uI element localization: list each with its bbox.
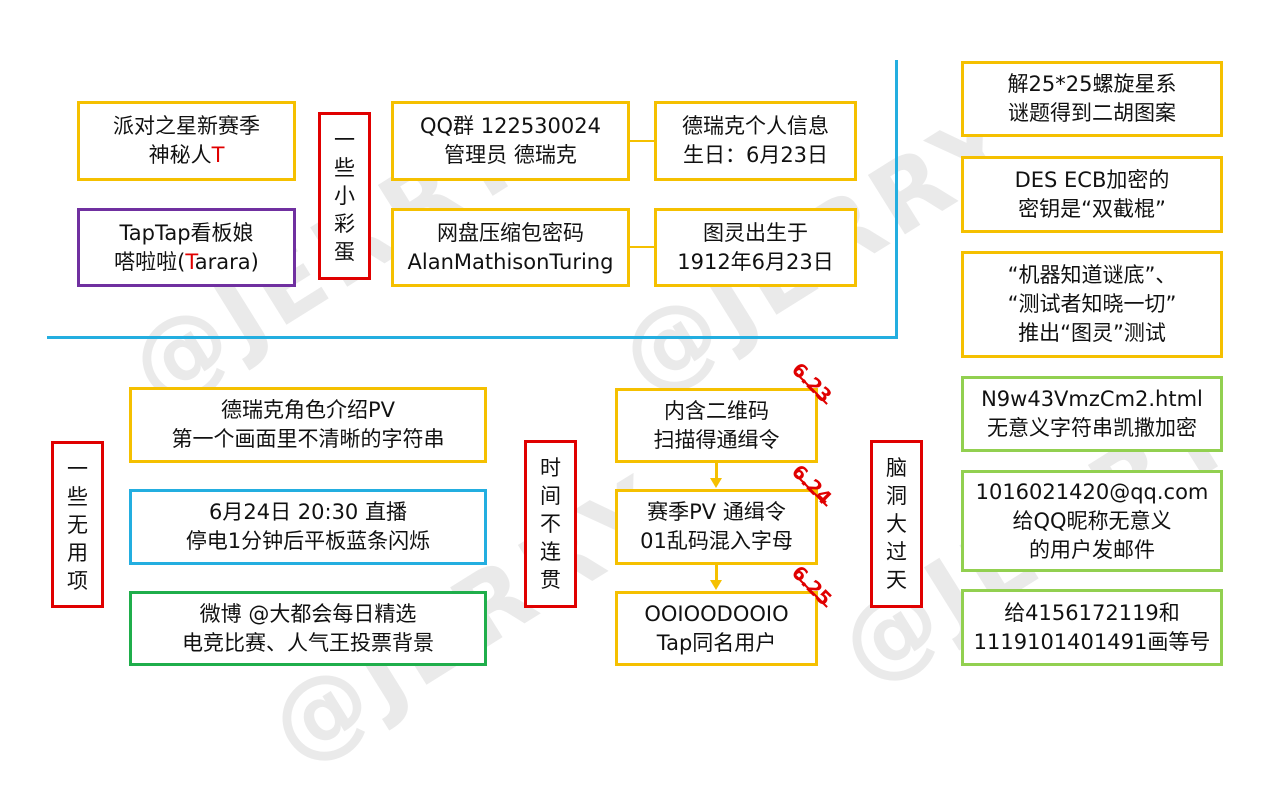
turing-test-line1: “机器知道谜底”、 — [1007, 263, 1177, 287]
season-pv-line2: 01乱码混入字母 — [640, 529, 793, 553]
derek-info-line2: 生日：6月23日 — [682, 143, 829, 167]
turing-birth-line1: 图灵出生于 — [703, 220, 808, 245]
taptap-mascot-box: TapTap看板娘 嗒啦啦(Tarara) — [77, 208, 296, 287]
taptap-mascot-line1: TapTap看板娘 — [119, 220, 254, 245]
weibo-box: 微博 @大都会每日精选 电竞比赛、人气王投票背景 — [129, 591, 487, 666]
party-star-line1: 派对之星新赛季 — [113, 114, 260, 138]
party-star-box: 派对之星新赛季 神秘人T — [77, 101, 296, 181]
des-key-line1: DES ECB加密的 — [1014, 167, 1170, 192]
tap-user-line1: OOIOODOOIO — [644, 601, 789, 626]
qr-code-line1: 内含二维码 — [664, 398, 769, 423]
qq-group-line2: 管理员 德瑞克 — [444, 143, 577, 167]
livestream-line1: 6月24日 20:30 直播 — [209, 500, 407, 524]
timeline-arrow-1 — [710, 463, 722, 488]
equal-sign-line1: 给4156172119和 — [1004, 600, 1180, 625]
email-line1: 1016021420@qq.com — [975, 479, 1209, 504]
connector-zip-turing — [630, 246, 654, 248]
party-star-line2: 神秘人T — [148, 143, 225, 167]
tap-user-box: OOIOODOOIO Tap同名用户 — [615, 591, 818, 666]
caesar-cipher-line1: N9w43VmzCm2.html — [981, 387, 1203, 411]
timeline-arrow-2 — [710, 565, 722, 590]
qq-group-box: QQ群 122530024 管理员 德瑞克 — [391, 101, 630, 181]
qr-code-box: 内含二维码 扫描得通缉令 — [615, 388, 818, 463]
taptap-mascot-line2: 嗒啦啦(Tarara) — [114, 249, 259, 274]
equal-sign-box: 给4156172119和 1119101401491画等号 — [961, 589, 1223, 666]
section-divider-vertical — [895, 60, 898, 339]
turing-birth-line2: 1912年6月23日 — [677, 249, 834, 274]
zip-password-line1: 网盘压缩包密码 — [437, 220, 584, 245]
zip-password-line2: AlanMathisonTuring — [407, 249, 614, 274]
email-line2: 给QQ昵称无意义 — [1012, 508, 1172, 533]
derek-pv-line1: 德瑞克角色介绍PV — [220, 398, 396, 422]
timeline-label: 时 间 不 连 贯 — [524, 440, 577, 608]
spiral-galaxy-line2: 谜题得到二胡图案 — [1008, 101, 1176, 125]
spiral-galaxy-line1: 解25*25螺旋星系 — [1007, 72, 1177, 96]
zip-password-box: 网盘压缩包密码 AlanMathisonTuring — [391, 208, 630, 287]
derek-pv-line2: 第一个画面里不清晰的字符串 — [171, 427, 445, 451]
spiral-galaxy-box: 解25*25螺旋星系 谜题得到二胡图案 — [961, 61, 1223, 137]
livestream-line2: 停电1分钟后平板蓝条闪烁 — [185, 529, 431, 553]
brain-hole-label: 脑 洞 大 过 天 — [870, 440, 923, 608]
livestream-box: 6月24日 20:30 直播 停电1分钟后平板蓝条闪烁 — [129, 489, 487, 565]
weibo-line1: 微博 @大都会每日精选 — [199, 601, 417, 626]
equal-sign-line2: 1119101401491画等号 — [973, 629, 1211, 654]
des-key-line2: 密钥是“双截棍” — [1018, 196, 1166, 221]
section-divider-horizontal — [47, 336, 898, 339]
connector-qq-derek — [630, 140, 654, 142]
turing-birth-box: 图灵出生于 1912年6月23日 — [654, 208, 857, 287]
turing-test-line2: “测试者知晓一切” — [1007, 292, 1177, 316]
useless-items-label: 一 些 无 用 项 — [51, 441, 104, 608]
caesar-cipher-box: N9w43VmzCm2.html 无意义字符串凯撒加密 — [961, 376, 1223, 452]
tap-user-line2: Tap同名用户 — [656, 630, 777, 655]
season-pv-line1: 赛季PV 通缉令 — [647, 500, 786, 524]
des-key-box: DES ECB加密的 密钥是“双截棍” — [961, 156, 1223, 233]
qr-code-line2: 扫描得通缉令 — [653, 427, 780, 452]
caesar-cipher-line2: 无意义字符串凯撒加密 — [987, 416, 1197, 440]
weibo-line2: 电竞比赛、人气王投票背景 — [182, 630, 434, 655]
qq-group-line1: QQ群 122530024 — [420, 114, 601, 138]
easter-egg-label: 一 些 小 彩 蛋 — [318, 112, 371, 280]
email-line3: 的用户发邮件 — [1029, 537, 1155, 562]
email-box: 1016021420@qq.com 给QQ昵称无意义 的用户发邮件 — [961, 470, 1223, 572]
derek-info-box: 德瑞克个人信息 生日：6月23日 — [654, 101, 857, 181]
derek-info-line1: 德瑞克个人信息 — [682, 114, 829, 138]
derek-pv-box: 德瑞克角色介绍PV 第一个画面里不清晰的字符串 — [129, 387, 487, 463]
turing-test-box: “机器知道谜底”、 “测试者知晓一切” 推出“图灵”测试 — [961, 251, 1223, 358]
season-pv-box: 赛季PV 通缉令 01乱码混入字母 — [615, 489, 818, 565]
turing-test-line3: 推出“图灵”测试 — [1018, 321, 1166, 345]
